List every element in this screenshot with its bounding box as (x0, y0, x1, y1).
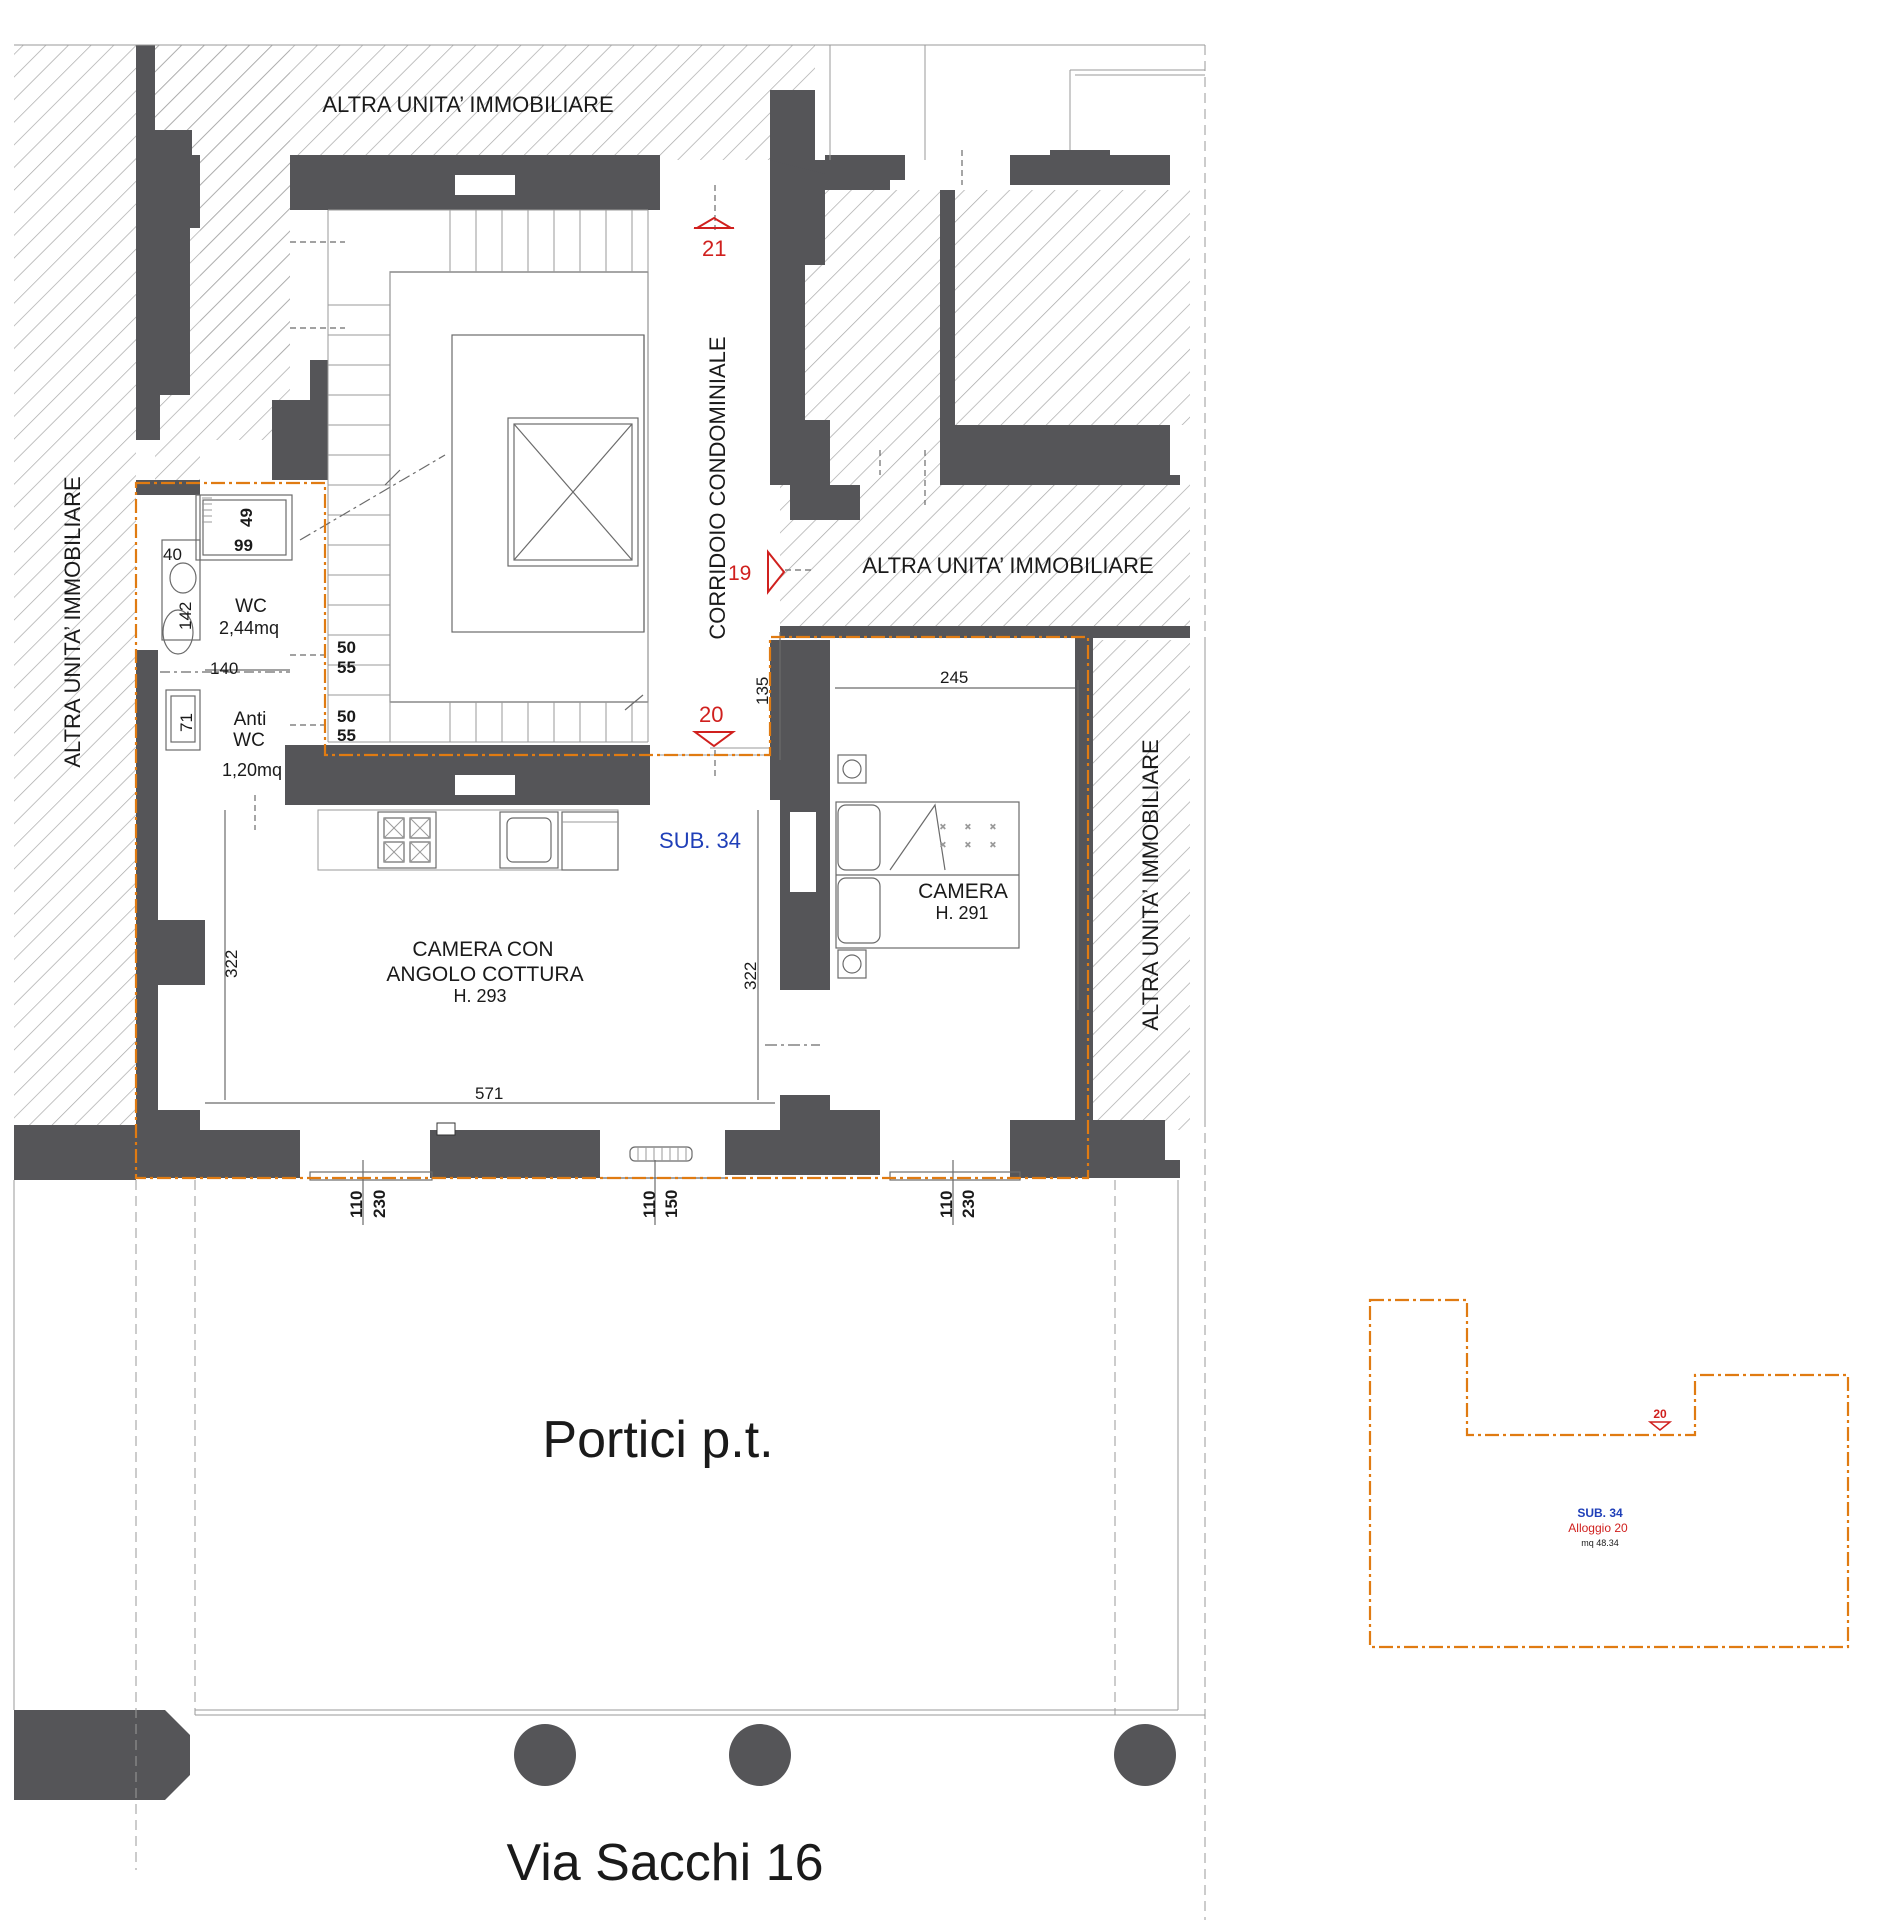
label-camera-cottura-2: ANGOLO COTTURA (386, 963, 583, 986)
marker-20-label: 20 (699, 702, 723, 727)
dim-win1-height: 230 (370, 1190, 389, 1218)
label-antiwc-2: WC (233, 730, 265, 751)
label-street: Via Sacchi 16 (506, 1834, 823, 1892)
svg-text:×: × (990, 822, 996, 833)
marker-21-label: 21 (702, 236, 726, 261)
neighbour-units-hatch (14, 45, 1190, 1130)
section-marker-20: 20 (691, 702, 737, 748)
label-altra-left: ALTRA UNITA’ IMMOBILIARE (60, 476, 85, 767)
marker-19-label: 19 (728, 562, 751, 585)
dim-win2-height: 150 (662, 1190, 681, 1218)
dim-40: 40 (163, 545, 182, 564)
dim-win3-width: 110 (937, 1191, 956, 1218)
dim-50a: 50 (337, 638, 356, 657)
label-camera-cottura-1: CAMERA CON (412, 938, 553, 961)
key-plan-alloggio: Alloggio 20 (1568, 1521, 1628, 1535)
label-wc-area: 2,44mq (219, 618, 279, 638)
key-plan-marker: 20 (1653, 1407, 1667, 1421)
dim-49: 49 (237, 508, 256, 527)
dim-135: 135 (753, 677, 772, 705)
dim-win3-height: 230 (959, 1190, 978, 1218)
svg-text:×: × (940, 840, 946, 851)
label-altra-top: ALTRA UNITA’ IMMOBILIARE (322, 92, 613, 117)
dim-win2-width: 110 (640, 1191, 659, 1218)
label-altra-mid: ALTRA UNITA’ IMMOBILIARE (862, 553, 1153, 578)
label-camera: CAMERA (918, 880, 1008, 903)
dim-322b: 322 (741, 962, 760, 990)
label-portici: Portici p.t. (542, 1411, 773, 1469)
key-plan: 20 SUB. 34 Alloggio 20 mq 48.34 (1368, 1298, 1850, 1649)
svg-text:×: × (965, 822, 971, 833)
label-antiwc-area: 1,20mq (222, 760, 282, 780)
label-wc: WC (235, 596, 267, 617)
dim-571: 571 (475, 1084, 503, 1103)
dim-99: 99 (234, 536, 253, 555)
dim-55a: 55 (337, 658, 356, 677)
section-marker-19: 19 (728, 549, 786, 595)
dim-245: 245 (940, 668, 968, 687)
svg-text:×: × (990, 840, 996, 851)
walls (14, 45, 1190, 1800)
dim-140: 140 (210, 659, 238, 678)
key-plan-sub: SUB. 34 (1577, 1506, 1623, 1520)
dim-50b: 50 (337, 707, 356, 726)
dim-322a: 322 (222, 950, 241, 978)
label-sub-34: SUB. 34 (659, 828, 741, 853)
unit-outline (134, 481, 1090, 1180)
dim-win1-width: 110 (347, 1191, 366, 1218)
key-plan-area: mq 48.34 (1581, 1538, 1619, 1548)
dim-142: 142 (176, 602, 195, 630)
label-corridoio: CORRIDOIO CONDOMINIALE (705, 336, 730, 639)
label-altra-right: ALTRA UNITA’ IMMOBILIARE (1138, 739, 1163, 1030)
svg-text:×: × (965, 840, 971, 851)
label-camera-cottura-h: H. 293 (453, 986, 506, 1006)
label-antiwc-1: Anti (234, 709, 267, 730)
label-camera-h: H. 291 (935, 903, 988, 923)
dim-55b: 55 (337, 726, 356, 745)
svg-text:×: × (940, 822, 946, 833)
dim-71: 71 (177, 713, 196, 732)
plan-linework: × × × × × × (13, 44, 1206, 1920)
section-marker-21: 21 (693, 216, 735, 261)
